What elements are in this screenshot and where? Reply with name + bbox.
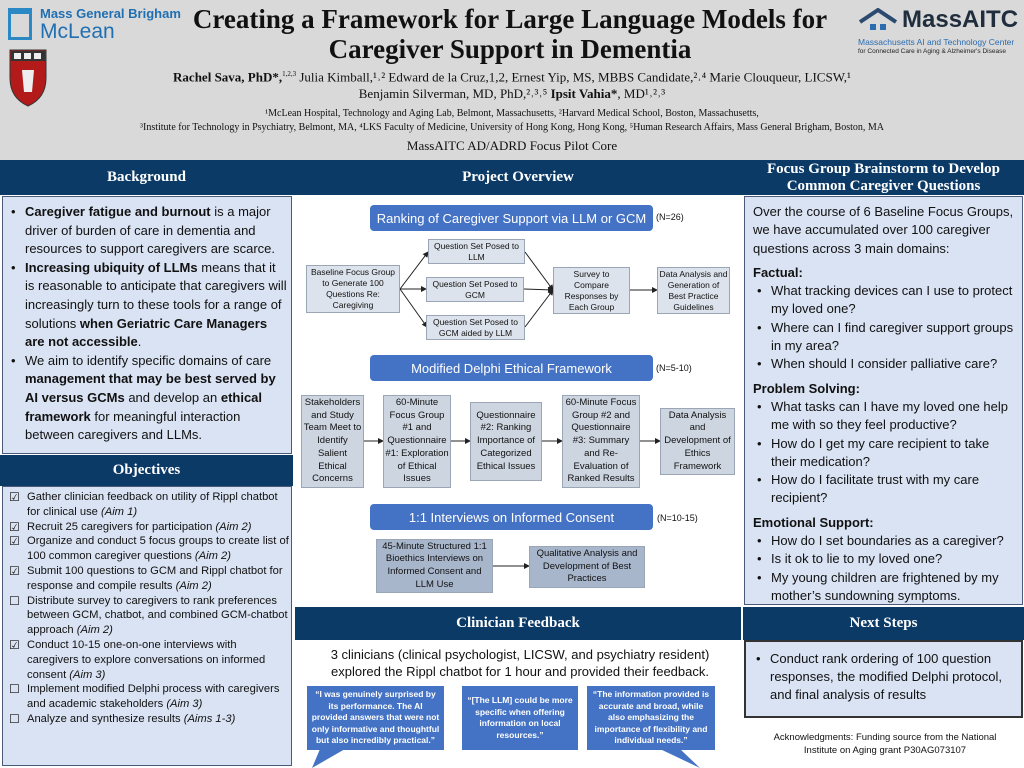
checked-box-icon: ☑: [9, 490, 20, 504]
background-item: Caregiver fatigue and burnout is a major…: [7, 203, 287, 259]
objective-item: ☑Organize and conduct 5 focus groups to …: [9, 534, 289, 563]
question-item: When should I consider palliative care?: [753, 355, 1014, 374]
question-domain: Factual: What tracking devices can I use …: [753, 264, 1014, 374]
quote-bubble: “[The LLM] could be more specific when o…: [462, 686, 578, 750]
ranking-n: (N=26): [656, 212, 684, 222]
delphi-step: 60-Minute Focus Group #2 and Questionnai…: [562, 395, 640, 488]
building-icon: [8, 8, 32, 40]
focus-intro: Over the course of 6 Baseline Focus Grou…: [753, 204, 1014, 256]
q-both-box: Question Set Posed to GCM aided by LLM: [426, 315, 525, 340]
interviews-banner: 1:1 Interviews on Informed Consent: [370, 504, 653, 530]
question-item: How do I get my care recipient to take t…: [753, 435, 1014, 472]
q-gcm-box: Question Set Posed to GCM: [426, 277, 524, 302]
background-item: Increasing ubiquity of LLMs means that i…: [7, 259, 287, 352]
domain-name: Emotional Support:: [753, 514, 874, 530]
question-item: How do I set boundaries as a caregiver?: [753, 532, 1014, 551]
question-item: My young children are frightened by my m…: [753, 569, 1014, 606]
delphi-banner: Modified Delphi Ethical Framework: [370, 355, 653, 381]
delphi-step: Stakeholders and Study Team Meet to Iden…: [301, 395, 364, 488]
empty-box-icon: ☐: [9, 682, 20, 697]
checked-box-icon: ☑: [9, 637, 20, 652]
checked-box-icon: ☑: [9, 563, 20, 578]
empty-box-icon: ☐: [9, 711, 20, 726]
next-item: Conduct rank ordering of 100 question re…: [752, 650, 1015, 704]
focus-panel: Over the course of 6 Baseline Focus Grou…: [744, 196, 1023, 605]
objective-item: ☑Recruit 25 caregivers for participation…: [9, 519, 252, 534]
delphi-step: Data Analysis and Development of Ethics …: [660, 408, 735, 475]
objective-item: ☐Implement modified Delphi process with …: [9, 682, 280, 711]
affiliations: ¹McLean Hospital, Technology and Aging L…: [140, 108, 884, 133]
acknowledgments: Acknowledgments: Funding source from the…: [773, 732, 997, 756]
background-panel: Caregiver fatigue and burnout is a major…: [2, 196, 292, 454]
interview-step: Qualitative Analysis and Development of …: [529, 546, 645, 588]
focus-heading: Focus Group Brainstorm to Develop Common…: [743, 160, 1024, 195]
question-item: How do I facilitate trust with my care r…: [753, 471, 1014, 508]
objectives-heading: Objectives: [0, 455, 293, 486]
house-icon: [858, 8, 898, 30]
delphi-step: 60-Minute Focus Group #1 and Questionnai…: [383, 395, 451, 488]
question-domain: Emotional Support: How do I set boundarie…: [753, 514, 1014, 605]
question-item: Is it ok to lie to my loved one?: [753, 550, 1014, 569]
overview-heading: Project Overview: [295, 160, 741, 195]
analysis-box: Data Analysis and Generation of Best Pra…: [657, 267, 730, 314]
clinician-summary: 3 clinicians (clinical psychologist, LIC…: [330, 647, 710, 679]
delphi-step: Questionnaire #2: Ranking Importance of …: [470, 402, 542, 481]
next-heading: Next Steps: [743, 607, 1024, 640]
empty-box-icon: ☐: [9, 593, 20, 608]
question-item: What tracking devices can I use to prote…: [753, 282, 1014, 319]
delphi-n: (N=5-10): [656, 363, 692, 373]
poster-title: Creating a Framework for Large Language …: [192, 4, 828, 64]
quote-bubble: “The information provided is accurate an…: [587, 686, 715, 750]
objectives-panel: ☑Gather clinician feedback on utility of…: [2, 486, 292, 766]
background-heading: Background: [0, 160, 293, 195]
domain-name: Factual:: [753, 264, 803, 280]
objective-item: ☐Distribute survey to caregivers to rank…: [9, 593, 288, 637]
checked-box-icon: ☑: [9, 534, 20, 549]
interview-step: 45-Minute Structured 1:1 Bioethics Inter…: [376, 539, 493, 593]
quote-bubble: “I was genuinely surprised by its perfor…: [307, 686, 444, 750]
domain-name: Problem Solving:: [753, 380, 860, 396]
harvard-shield-logo: [9, 49, 47, 107]
funding-core: MassAITC AD/ADRD Focus Pilot Core: [406, 138, 618, 153]
objective-item: ☑Submit 100 questions to GCM and Rippl c…: [9, 563, 283, 592]
question-item: Where can I find caregiver support group…: [753, 319, 1014, 356]
survey-box: Survey to Compare Responses by Each Grou…: [553, 267, 630, 314]
question-domain: Problem Solving: What tasks can I have my…: [753, 380, 1014, 508]
question-item: What tasks can I have my loved one help …: [753, 398, 1014, 435]
q-llm-box: Question Set Posed to LLM: [428, 239, 525, 264]
next-panel: Conduct rank ordering of 100 question re…: [744, 640, 1023, 718]
poster-header: [0, 0, 1024, 160]
clinician-heading: Clinician Feedback: [295, 607, 741, 640]
authors: Rachel Sava, PhD*,1,2,3 Julia Kimball,¹˒…: [173, 69, 851, 102]
objective-item: ☑Gather clinician feedback on utility of…: [9, 490, 278, 518]
background-item: We aim to identify specific domains of c…: [7, 352, 287, 445]
objective-item: ☐Analyze and synthesize results (Aims 1-…: [9, 711, 236, 726]
checked-box-icon: ☑: [9, 519, 20, 534]
mgb-mclean-logo: Mass General Brigham McLean: [8, 6, 181, 46]
ranking-banner: Ranking of Caregiver Support via LLM or …: [370, 205, 653, 231]
interviews-n: (N=10-15): [657, 513, 698, 523]
baseline-box: Baseline Focus Group to Generate 100 Que…: [306, 265, 400, 313]
objective-item: ☑Conduct 10-15 one-on-one interviews wit…: [9, 637, 266, 681]
massaitc-logo: MassAITC Massachusetts AI and Technology…: [858, 6, 1019, 55]
